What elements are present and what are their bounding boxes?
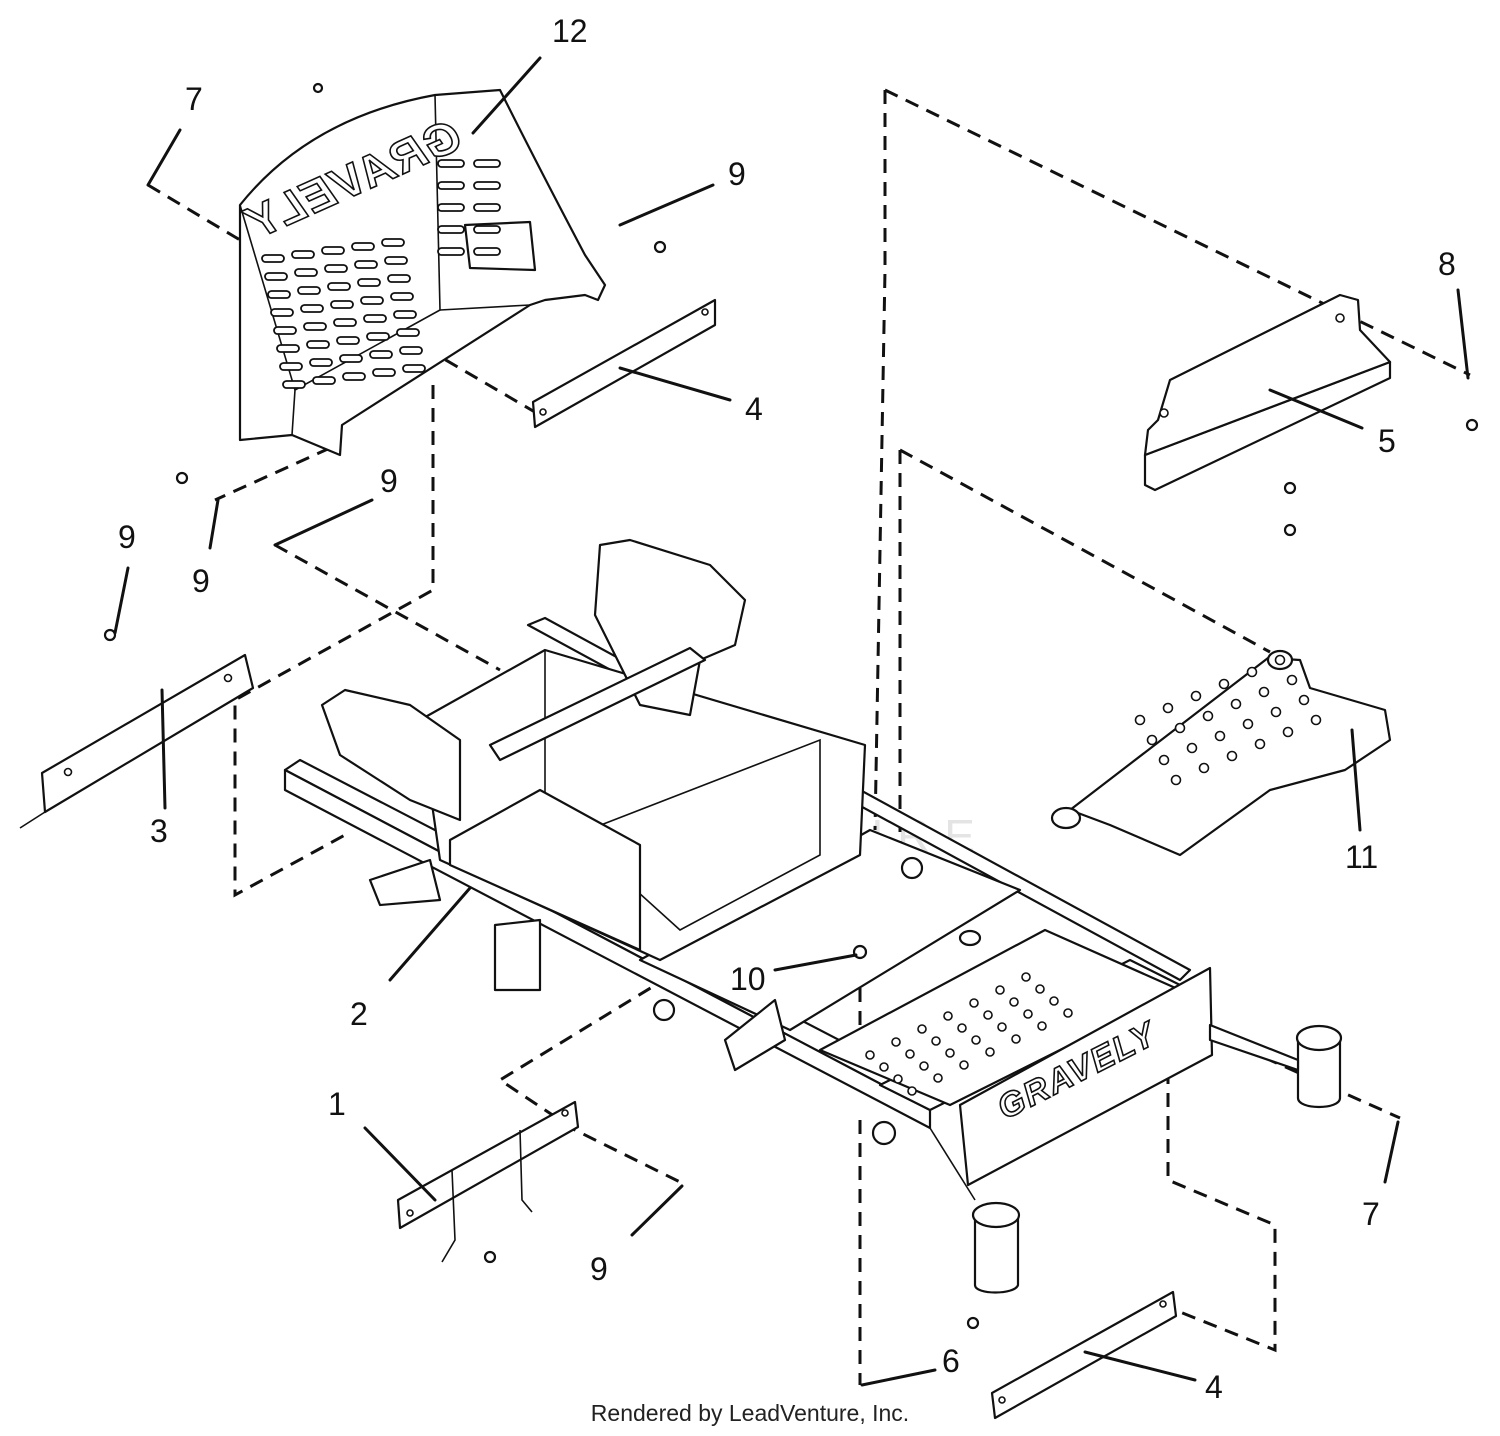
main-frame: GRAVELY xyxy=(283,538,1343,1294)
flat-bar-lower xyxy=(990,1290,1178,1420)
render-credit: Rendered by LeadVenture, Inc. xyxy=(590,1400,910,1426)
callout-1: 1 xyxy=(328,1086,346,1122)
callout-9-d: 9 xyxy=(118,519,136,555)
callout-7-bottom: 7 xyxy=(1362,1196,1380,1232)
basket-slots xyxy=(261,159,501,389)
rear-basket: GRAVELY xyxy=(235,88,607,457)
flat-bar-left xyxy=(19,653,255,829)
callout-2: 2 xyxy=(350,996,368,1032)
foot-plate xyxy=(1050,649,1392,857)
callout-9-b: 9 xyxy=(380,463,398,499)
callout-4-top: 4 xyxy=(745,391,763,427)
callout-6: 6 xyxy=(942,1343,960,1379)
callout-11: 11 xyxy=(1345,839,1378,875)
callout-12: 12 xyxy=(552,13,588,49)
callout-9-e: 9 xyxy=(590,1251,608,1287)
callout-4-bottom: 4 xyxy=(1205,1369,1223,1405)
callout-9-c: 9 xyxy=(192,563,210,599)
callout-9-a: 9 xyxy=(728,156,746,192)
callout-5: 5 xyxy=(1378,423,1396,459)
callout-numbers: 12 7 9 4 8 5 9 9 9 11 3 2 10 1 9 7 6 4 xyxy=(118,13,1456,1405)
rear-bracket xyxy=(1143,293,1392,492)
callout-7-top: 7 xyxy=(185,81,203,117)
callout-10: 10 xyxy=(730,961,766,997)
fasteners xyxy=(103,82,1479,1330)
callout-3: 3 xyxy=(150,813,168,849)
leader-lines xyxy=(113,56,1470,1387)
hitch-bracket xyxy=(396,1100,580,1263)
flat-bar-upper xyxy=(531,298,717,429)
deck-holes xyxy=(865,972,1073,1096)
callout-8: 8 xyxy=(1438,246,1456,282)
dashed-assembly-lines xyxy=(147,88,1471,1385)
plate-holes xyxy=(1134,654,1322,786)
